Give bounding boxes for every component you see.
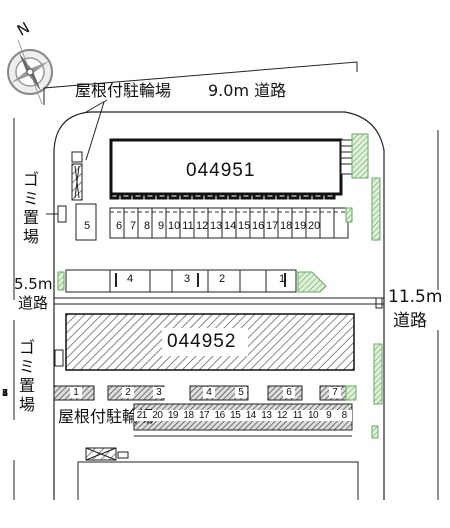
north-road-label: 9.0m 道路 bbox=[208, 81, 287, 100]
stall-south-4: 4 bbox=[203, 387, 215, 398]
stall-bottom-8: 8 bbox=[336, 410, 352, 421]
bike-parking-marker bbox=[71, 151, 83, 163]
stall-middle-2: 2 bbox=[218, 273, 226, 285]
stall-north-16: 16 bbox=[252, 220, 265, 232]
bike-parking-bottom-label: 屋根付駐輪場 bbox=[58, 407, 155, 426]
stall-south-6: 6 bbox=[283, 387, 295, 398]
stall-south-7: 7 bbox=[329, 387, 341, 398]
stall-bottom-16: 16 bbox=[211, 410, 228, 421]
stall-north-17: 17 bbox=[266, 220, 279, 232]
parking-middle bbox=[65, 269, 297, 293]
stall-bottom-12: 12 bbox=[274, 410, 290, 421]
stall-south-3: 3 bbox=[2, 388, 8, 399]
stall-bottom-10: 10 bbox=[305, 410, 321, 421]
building-south-label: 044952 bbox=[167, 331, 237, 352]
stall-north-7: 7 bbox=[129, 220, 137, 232]
west-road-label: 道路 bbox=[18, 294, 49, 312]
stall-south-2: 2 bbox=[2, 388, 8, 399]
stall-north-12: 12 bbox=[196, 220, 209, 232]
planting-east bbox=[371, 177, 381, 241]
garbage-top-label: ゴミ置場 bbox=[22, 170, 39, 246]
stall-north-20: 20 bbox=[308, 220, 321, 232]
stall-bottom-19: 19 bbox=[165, 410, 181, 421]
stall-north-11: 11 bbox=[182, 220, 194, 232]
stall-north-5: 5 bbox=[83, 220, 91, 232]
bike-parking-top-label: 屋根付駐輪場 bbox=[75, 81, 172, 100]
west-road-width: 5.5m bbox=[14, 275, 53, 293]
stall-middle-4: 4 bbox=[126, 273, 134, 285]
planting bbox=[351, 133, 369, 179]
garbage-bottom-label: ゴミ置場 bbox=[18, 338, 35, 414]
building-south-label-bg bbox=[162, 328, 248, 356]
stall-bottom-11: 11 bbox=[289, 410, 306, 421]
garbage-area-top bbox=[57, 205, 67, 223]
stall-bottom-15: 15 bbox=[227, 410, 243, 421]
stall-north-15: 15 bbox=[238, 220, 251, 232]
stall-middle-1: 1 bbox=[278, 273, 286, 285]
stall-north-6: 6 bbox=[115, 220, 123, 232]
building-north bbox=[109, 138, 343, 200]
stall-south-5: 5 bbox=[2, 388, 8, 399]
stall-south-7: 7 bbox=[2, 388, 8, 399]
stall-north-13: 13 bbox=[210, 220, 223, 232]
stall-bottom-9: 9 bbox=[320, 410, 337, 421]
garbage-area-bottom bbox=[54, 349, 64, 367]
stall-bottom-21: 21 bbox=[134, 410, 150, 421]
stall-north-14: 14 bbox=[224, 220, 237, 232]
stall-south-6: 6 bbox=[2, 388, 8, 399]
stall-bottom-20: 20 bbox=[149, 410, 166, 421]
building-north-label: 044951 bbox=[186, 160, 256, 181]
parking-north bbox=[75, 203, 349, 241]
stall-bottom-14: 14 bbox=[243, 410, 259, 421]
stall-north-9: 9 bbox=[157, 220, 165, 232]
bike-parking-bottom bbox=[85, 447, 129, 461]
north-road-boundary bbox=[43, 61, 358, 105]
stall-north-19: 19 bbox=[294, 220, 307, 232]
compass-icon bbox=[7, 39, 53, 105]
east-road-width: 11.5m bbox=[388, 287, 443, 307]
stall-bottom-18: 18 bbox=[180, 410, 197, 421]
stall-north-8: 8 bbox=[143, 220, 151, 232]
east-road-label: 道路 bbox=[393, 311, 427, 331]
stall-south-3: 3 bbox=[153, 387, 165, 398]
stall-north-18: 18 bbox=[280, 220, 293, 232]
stall-south-2: 2 bbox=[122, 387, 134, 398]
planting-middle bbox=[297, 271, 327, 293]
stall-south-1: 1 bbox=[70, 387, 82, 398]
stall-south-1: 1 bbox=[2, 388, 8, 399]
site-boundary bbox=[53, 111, 385, 500]
stall-south-5: 5 bbox=[235, 387, 247, 398]
stall-north-10: 10 bbox=[168, 220, 181, 232]
stall-bottom-13: 13 bbox=[258, 410, 275, 421]
stall-middle-3: 3 bbox=[183, 273, 191, 285]
stall-south-4: 4 bbox=[2, 388, 8, 399]
stall-bottom-17: 17 bbox=[196, 410, 212, 421]
